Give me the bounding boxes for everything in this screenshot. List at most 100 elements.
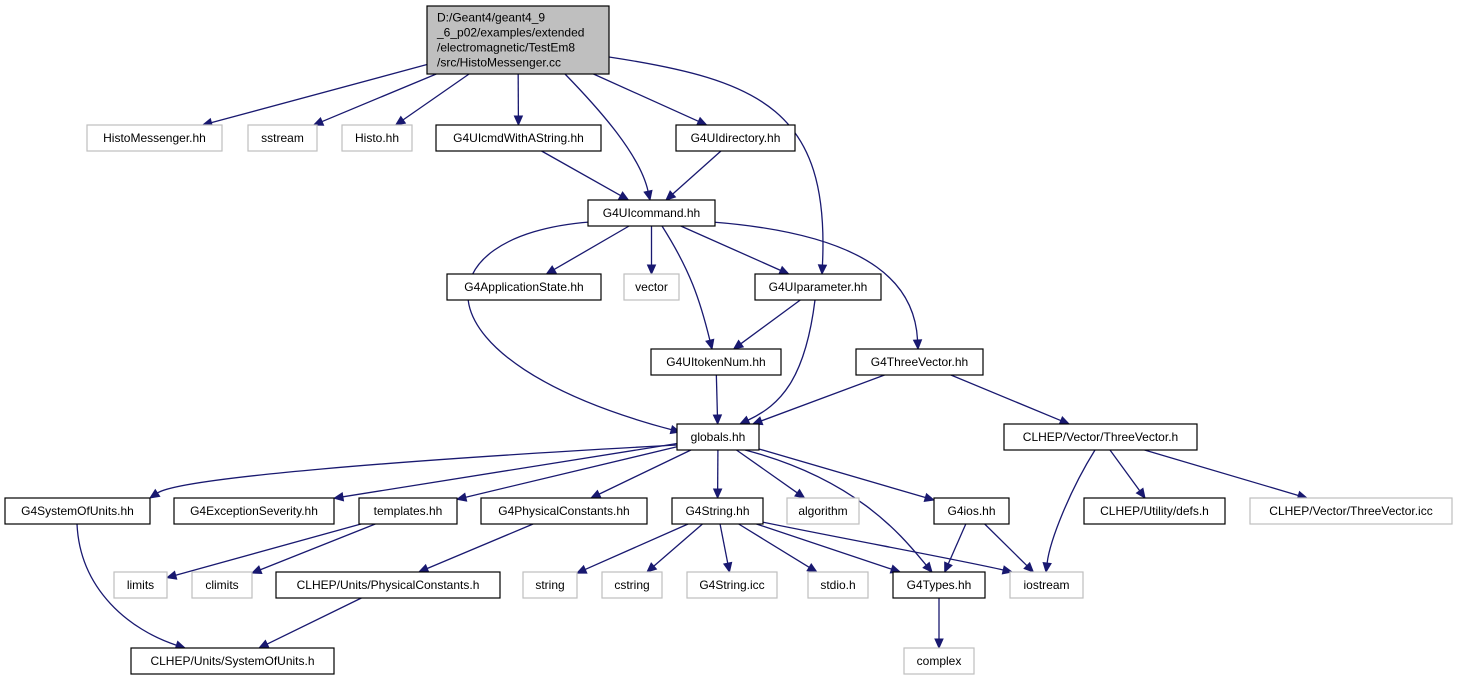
node-clhep-defs-h[interactable]: CLHEP/Utility/defs.h xyxy=(1083,497,1226,525)
edge-root-to-g4uidirectory-hh xyxy=(593,73,699,122)
edge-g4string-hh-to-stdio-h-arrowhead xyxy=(806,562,818,573)
node-g4uidirectory-hh[interactable]: G4UIdirectory.hh xyxy=(675,124,796,152)
node-g4string-hh[interactable]: G4String.hh xyxy=(671,497,764,525)
edge-g4string-hh-to-cstring xyxy=(653,523,703,567)
node-g4types-hh[interactable]: G4Types.hh xyxy=(892,571,986,599)
node-label: climits xyxy=(205,578,238,592)
edge-g4uicommand-hh-to-g4applicationstate-hh-arrowhead xyxy=(545,265,558,275)
node-limits[interactable]: limits xyxy=(113,571,168,599)
node-g4uicmdwithastring-hh[interactable]: G4UIcmdWithAString.hh xyxy=(435,124,602,152)
edge-g4uiparameter-hh-to-g4uitokennum-hh-arrowhead xyxy=(732,339,745,350)
node-label: templates.hh xyxy=(374,504,443,518)
node-box xyxy=(671,497,764,525)
edge-root-to-g4uicommand-hh-arrowhead xyxy=(643,189,653,202)
node-algorithm[interactable]: algorithm xyxy=(786,497,860,525)
node-stdio-h[interactable]: stdio.h xyxy=(807,571,869,599)
node-label: Histo.hh xyxy=(355,131,399,145)
node-box xyxy=(1083,497,1226,525)
node-label: G4SystemOfUnits.hh xyxy=(21,504,134,518)
node-complex[interactable]: complex xyxy=(903,647,975,675)
edge-templates-hh-to-limits xyxy=(175,523,362,576)
edge-g4uicommand-hh-to-vector-arrowhead xyxy=(646,264,657,276)
node-root[interactable]: D:/Geant4/geant4_9_6_p02/examples/extend… xyxy=(426,5,610,75)
edge-root-to-sstream xyxy=(321,73,437,123)
edge-globals-hh-to-g4types-hh-arrowhead xyxy=(922,561,933,573)
node-clhep-physicalconstants-h[interactable]: CLHEP/Units/PhysicalConstants.h xyxy=(275,571,501,599)
node-g4ios-hh[interactable]: G4ios.hh xyxy=(933,497,1010,525)
node-label: string xyxy=(535,578,564,592)
node-g4applicationstate-hh[interactable]: G4ApplicationState.hh xyxy=(446,273,602,301)
node-string[interactable]: string xyxy=(522,571,578,599)
node-box xyxy=(623,273,680,301)
node-clhep-threevector-icc[interactable]: CLHEP/Vector/ThreeVector.icc xyxy=(1249,497,1453,525)
node-cstring[interactable]: cstring xyxy=(601,571,663,599)
node-box xyxy=(86,124,223,152)
edge-globals-hh-to-g4systemofunits-hh-arrowhead xyxy=(148,488,161,499)
node-g4uiparameter-hh[interactable]: G4UIparameter.hh xyxy=(754,273,882,301)
edge-g4uiparameter-hh-to-g4uitokennum-hh xyxy=(740,299,801,345)
edge-g4string-hh-to-stdio-h xyxy=(738,523,810,568)
node-histo-hh[interactable]: Histo.hh xyxy=(341,124,413,152)
edge-globals-hh-to-algorithm xyxy=(736,449,798,494)
node-label: /src/HistoMessenger.cc xyxy=(437,56,561,70)
edge-templates-hh-to-climits xyxy=(260,523,376,571)
node-g4physicalconstants-hh[interactable]: G4PhysicalConstants.hh xyxy=(480,497,648,525)
edge-globals-hh-to-templates-hh-arrowhead xyxy=(455,492,468,502)
node-globals-hh[interactable]: globals.hh xyxy=(676,423,760,451)
edge-g4threevector-hh-to-clhep-threevector-h xyxy=(950,374,1062,422)
edge-clhep-threevector-h-to-iostream xyxy=(1046,449,1096,564)
edge-g4uicommand-hh-to-g4uitokennum-hh xyxy=(661,225,711,341)
edge-root-to-g4uidirectory-hh-arrowhead xyxy=(696,116,708,126)
node-histomessenger-hh[interactable]: HistoMessenger.hh xyxy=(86,124,223,152)
node-label: limits xyxy=(127,578,154,592)
edge-globals-hh-to-g4string-hh-arrowhead xyxy=(712,488,723,500)
node-g4systemofunits-hh[interactable]: G4SystemOfUnits.hh xyxy=(4,497,151,525)
node-g4string-icc[interactable]: G4String.icc xyxy=(686,571,778,599)
node-label: G4String.hh xyxy=(685,504,749,518)
node-g4uicommand-hh[interactable]: G4UIcommand.hh xyxy=(587,199,716,227)
node-label: G4UItokenNum.hh xyxy=(666,355,765,369)
edge-g4uicmdwithastring-hh-to-g4uicommand-hh-arrowhead xyxy=(617,191,630,201)
node-box xyxy=(341,124,413,152)
edge-g4uicommand-hh-to-g4uitokennum-hh-arrowhead xyxy=(705,338,715,351)
edge-g4uicommand-hh-to-g4applicationstate-hh xyxy=(553,225,630,271)
node-sstream[interactable]: sstream xyxy=(247,124,318,152)
edge-templates-hh-to-limits-arrowhead xyxy=(165,570,178,580)
edge-root-to-g4uiparameter-hh-arrowhead xyxy=(817,264,828,276)
node-box xyxy=(855,348,984,376)
node-box xyxy=(903,647,975,675)
node-box xyxy=(933,497,1010,525)
edge-g4string-hh-to-string xyxy=(584,523,689,571)
node-clhep-systemofunits-h[interactable]: CLHEP/Units/SystemOfUnits.h xyxy=(130,647,335,675)
edge-g4uicommand-hh-to-g4threevector-hh-arrowhead xyxy=(912,339,923,351)
node-box xyxy=(1003,423,1198,451)
node-box xyxy=(191,571,253,599)
node-iostream[interactable]: iostream xyxy=(1009,571,1084,599)
node-box xyxy=(1249,497,1453,525)
node-g4uitokennum-hh[interactable]: G4UItokenNum.hh xyxy=(650,348,782,376)
edge-globals-hh-to-g4physicalconstants-hh xyxy=(598,449,692,495)
node-vector[interactable]: vector xyxy=(623,273,680,301)
node-climits[interactable]: climits xyxy=(191,571,253,599)
node-label: G4ApplicationState.hh xyxy=(464,280,583,294)
node-label: globals.hh xyxy=(691,430,746,444)
node-templates-hh[interactable]: templates.hh xyxy=(358,497,458,525)
node-box xyxy=(426,5,610,75)
edge-root-to-histo-hh xyxy=(402,73,470,121)
nodes-layer: D:/Geant4/geant4_9_6_p02/examples/extend… xyxy=(4,5,1453,675)
edge-g4uicommand-hh-to-g4uiparameter-hh-arrowhead xyxy=(778,265,790,275)
node-box xyxy=(807,571,869,599)
edge-root-to-g4uiparameter-hh xyxy=(608,56,824,266)
node-g4threevector-hh[interactable]: G4ThreeVector.hh xyxy=(855,348,984,376)
node-clhep-threevector-h[interactable]: CLHEP/Vector/ThreeVector.h xyxy=(1003,423,1198,451)
edge-root-to-histomessenger-hh xyxy=(211,63,428,124)
node-g4exceptionseverity-hh[interactable]: G4ExceptionSeverity.hh xyxy=(173,497,335,525)
node-label: CLHEP/Units/SystemOfUnits.h xyxy=(150,654,314,668)
node-label: algorithm xyxy=(798,504,847,518)
node-box xyxy=(675,124,796,152)
edge-g4uiparameter-hh-to-globals-hh-arrowhead xyxy=(738,415,751,425)
node-box xyxy=(435,124,602,152)
edge-g4ios-hh-to-g4types-hh-arrowhead xyxy=(944,561,953,574)
node-box xyxy=(1009,571,1084,599)
